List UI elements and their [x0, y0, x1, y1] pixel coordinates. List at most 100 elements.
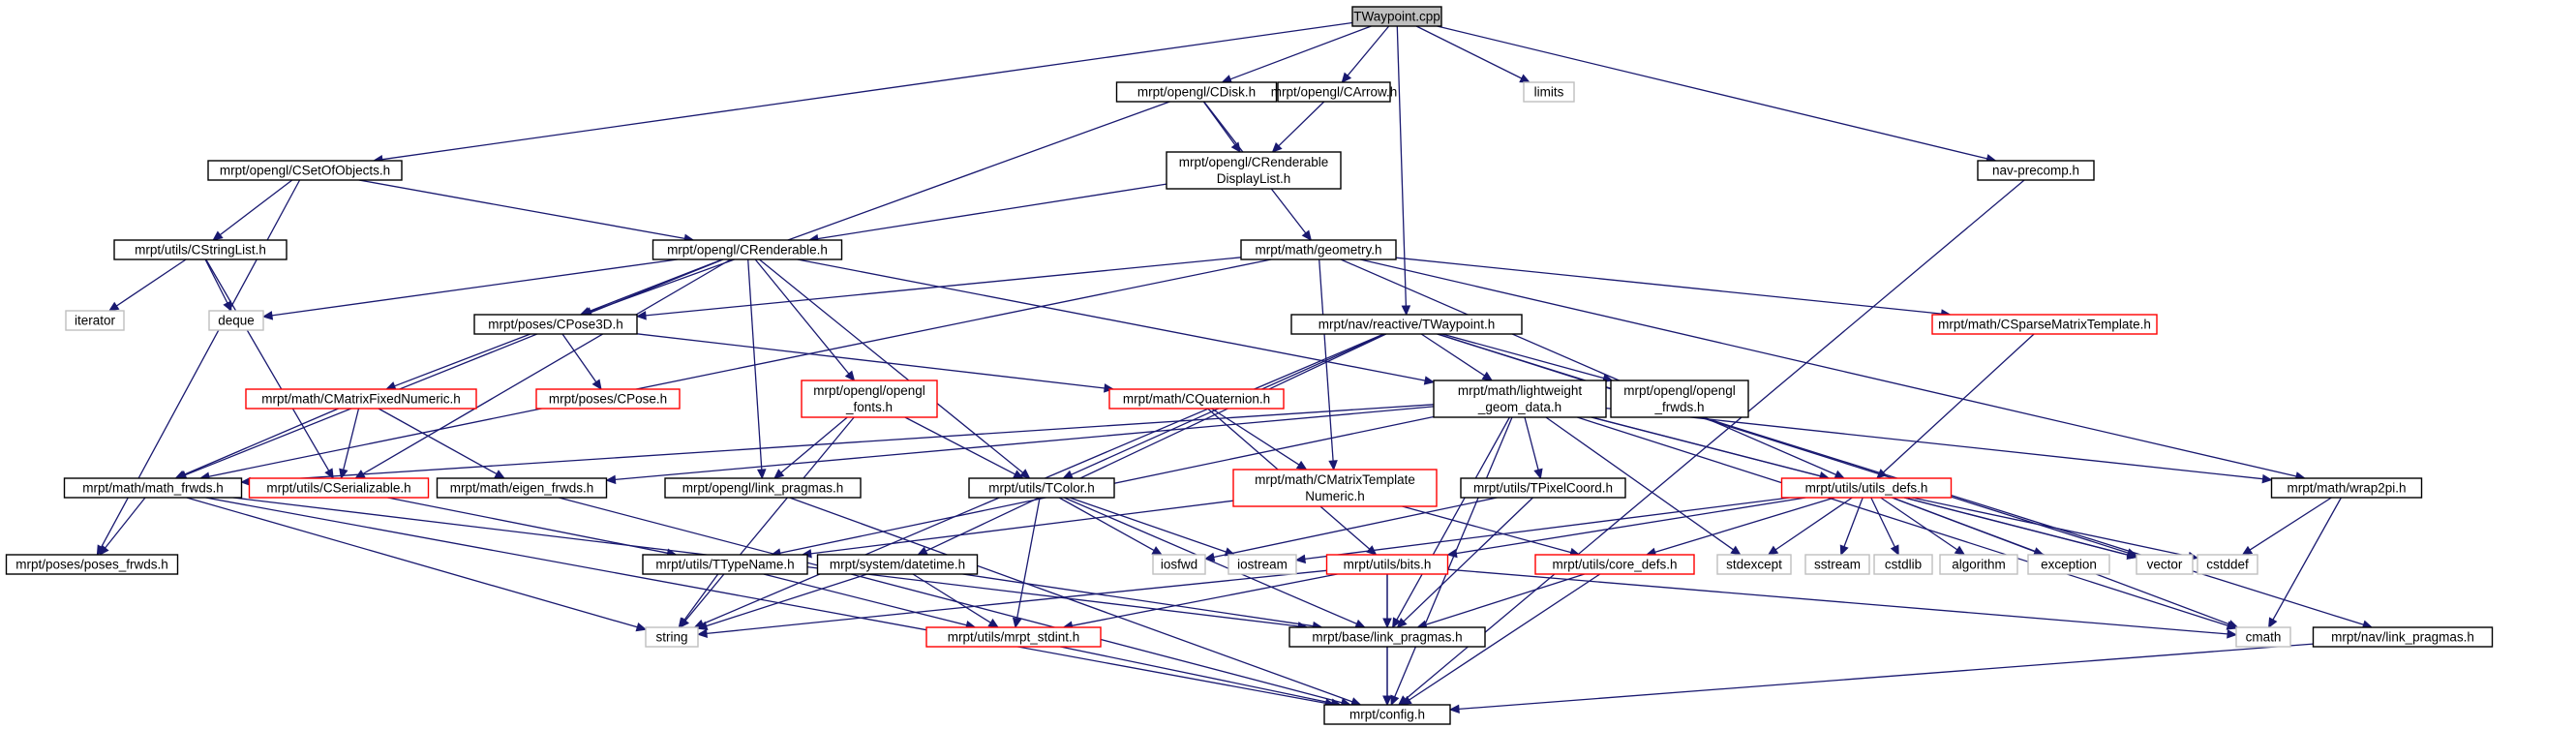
node-cquaternion[interactable]: mrpt/math/CQuaternion.h: [1108, 388, 1285, 410]
dependency-edge-cpose3d-to-cmatrixfixednumeric: [384, 333, 531, 391]
dependency-edge-wrap2pi-to-cstddef: [2241, 497, 2332, 556]
dependency-edge-cstringlist-to-deque: [204, 258, 232, 313]
node-mrpt-stdint[interactable]: mrpt/utils/mrpt_stdint.h: [925, 626, 1102, 648]
node-cpose3d[interactable]: mrpt/poses/CPose3D.h: [473, 314, 638, 335]
node-config[interactable]: mrpt/config.h: [1323, 704, 1451, 725]
node-vector: vector: [2136, 554, 2194, 575]
node-label: mrpt/opengl/CRenderable.h: [667, 243, 828, 258]
node-datetime[interactable]: mrpt/system/datetime.h: [816, 554, 979, 575]
dependency-edge-twaypoint_cpp-to-carrow: [1341, 25, 1390, 83]
node-opengl-frwds[interactable]: mrpt/opengl/opengl_frwds.h: [1610, 380, 1749, 418]
node-box: [5, 554, 179, 575]
dependency-edge-crenderable-to-tcolor: [758, 258, 1031, 479]
dependency-edge-tpixelcoord-to-base_link_pragmas: [1396, 497, 1533, 628]
node-box: [1873, 554, 1933, 575]
node-geometry[interactable]: mrpt/math/geometry.h: [1240, 239, 1397, 260]
dependency-edge-csparsematrixtemplate-to-utils_defs: [1875, 333, 2035, 479]
dependency-edge-cdisk-to-cpose3d: [581, 101, 1170, 317]
node-base-link-pragmas[interactable]: mrpt/base/link_pragmas.h: [1288, 626, 1486, 648]
node-label: mrpt/opengl/CSetOfObjects.h: [220, 164, 390, 178]
node-box: [1115, 81, 1278, 103]
node-label: mrpt/config.h: [1349, 708, 1425, 722]
node-twaypoint-h[interactable]: mrpt/nav/reactive/TWaypoint.h: [1290, 314, 1523, 335]
node-box: [473, 314, 638, 335]
dependency-edge-utils_defs-to-core_defs: [1645, 497, 1835, 557]
node-box: [248, 477, 430, 499]
node-label: iostream: [1237, 558, 1288, 572]
node-box: [1323, 704, 1451, 725]
node-opengl-link-pragmas[interactable]: mrpt/opengl/link_pragmas.h: [664, 477, 862, 499]
dependency-edge-datetime-to-string: [696, 573, 868, 630]
dependency-edge-wrap2pi-to-cmath: [2267, 497, 2342, 629]
node-tpixelcoord[interactable]: mrpt/utils/TPixelCoord.h: [1460, 477, 1626, 499]
dependency-edge-base_link_pragmas-to-config: [1382, 647, 1392, 707]
dependency-edge-cmatrixtemplatenumeric-to-core_defs: [1402, 505, 1581, 558]
node-box: [1433, 380, 1607, 418]
dependency-edge-utils_defs-to-vector: [1903, 497, 2138, 560]
node-label: deque: [218, 314, 255, 328]
node-lightweight-geom-data[interactable]: mrpt/math/lightweight_geom_data.h: [1433, 380, 1607, 418]
node-label: mrpt/opengl/link_pragmas.h: [682, 481, 844, 496]
node-label: exception: [2041, 558, 2097, 572]
node-label: cstddef: [2206, 558, 2249, 572]
node-box: [1460, 477, 1626, 499]
dependency-edge-lightweight_geom_data-to-eigen_frwds: [605, 406, 1435, 485]
node-wrap2pi[interactable]: mrpt/math/wrap2pi.h: [2270, 477, 2423, 499]
node-ttypename[interactable]: mrpt/utils/TTypeName.h: [642, 554, 808, 575]
dependency-edge-math_frwds-to-config: [205, 497, 1336, 708]
node-cpose[interactable]: mrpt/poses/CPose.h: [535, 388, 681, 410]
node-cmath: cmath: [2235, 626, 2291, 648]
node-csetofobjects[interactable]: mrpt/opengl/CSetOfObjects.h: [207, 160, 403, 181]
node-label: mrpt/utils/CStringList.h: [135, 243, 266, 258]
node-twaypoint-cpp[interactable]: TWaypoint.cpp: [1351, 6, 1442, 27]
node-math-frwds[interactable]: mrpt/math/math_frwds.h: [63, 477, 243, 499]
node-utils-defs[interactable]: mrpt/utils/utils_defs.h: [1780, 477, 1953, 499]
node-tcolor[interactable]: mrpt/utils/TColor.h: [968, 477, 1115, 499]
dependency-edge-cmatrixfixednumeric-to-eigen_frwds: [378, 408, 506, 479]
node-label: algorithm: [1952, 558, 2006, 572]
node-box: [652, 239, 843, 260]
node-opengl-fonts[interactable]: mrpt/opengl/opengl_fonts.h: [801, 380, 938, 418]
node-cmatrixfixednumeric[interactable]: mrpt/math/CMatrixFixedNumeric.h: [245, 388, 477, 410]
node-box: [1288, 626, 1486, 648]
node-label: mrpt/utils/TTypeName.h: [655, 558, 794, 572]
node-box: [801, 380, 938, 418]
dependency-edge-nav_link_pragmas-to-config: [1448, 643, 2314, 714]
dependency-edge-cstringlist-to-iterator: [107, 258, 187, 312]
node-cserializable[interactable]: mrpt/utils/CSerializable.h: [248, 477, 430, 499]
dependency-edge-utils_defs-to-cstddef: [1912, 497, 2199, 562]
node-poses-frwds[interactable]: mrpt/poses/poses_frwds.h: [5, 554, 179, 575]
node-label: mrpt/base/link_pragmas.h: [1312, 630, 1462, 645]
dependency-edge-tcolor-to-iosfwd: [1058, 497, 1164, 556]
node-box: [664, 477, 862, 499]
node-sstream: sstream: [1804, 554, 1870, 575]
dependency-edge-crenderable-to-deque: [261, 258, 678, 320]
dependency-edge-bits-to-cmath: [1447, 568, 2238, 639]
node-bits[interactable]: mrpt/utils/bits.h: [1325, 554, 1449, 575]
dependency-edge-bits-to-mrpt_stdint: [1062, 573, 1338, 630]
node-cstringlist[interactable]: mrpt/utils/CStringList.h: [113, 239, 288, 260]
node-nav-link-pragmas[interactable]: mrpt/nav/link_pragmas.h: [2312, 626, 2494, 648]
node-csparsematrixtemplate[interactable]: mrpt/math/CSparseMatrixTemplate.h: [1931, 314, 2158, 335]
node-label: sstream: [1814, 558, 1861, 572]
node-cdisk[interactable]: mrpt/opengl/CDisk.h: [1115, 81, 1278, 103]
node-box: [1939, 554, 2018, 575]
node-box: [1290, 314, 1523, 335]
node-iterator: iterator: [65, 310, 125, 331]
node-box: [1166, 151, 1342, 190]
node-box: [1977, 160, 2095, 181]
node-crenderable[interactable]: mrpt/opengl/CRenderable.h: [652, 239, 843, 260]
dependency-edge-utils_defs-to-stdexcept: [1767, 497, 1853, 556]
node-core-defs[interactable]: mrpt/utils/core_defs.h: [1534, 554, 1695, 575]
node-carrow[interactable]: mrpt/opengl/CArrow.h: [1271, 81, 1398, 103]
node-box: [2270, 477, 2423, 499]
node-label: _geom_data.h: [1477, 400, 1561, 414]
node-eigen-frwds[interactable]: mrpt/math/eigen_frwds.h: [436, 477, 608, 499]
dependency-edge-cmatrixfixednumeric-to-cserializable: [339, 408, 360, 480]
node-label: mrpt/opengl/CArrow.h: [1271, 85, 1398, 100]
node-label: mrpt/utils/bits.h: [1344, 558, 1432, 572]
dependency-edge-cmatrixfixednumeric-to-math_frwds: [174, 408, 339, 479]
node-nav-precomp[interactable]: nav-precomp.h: [1977, 160, 2095, 181]
